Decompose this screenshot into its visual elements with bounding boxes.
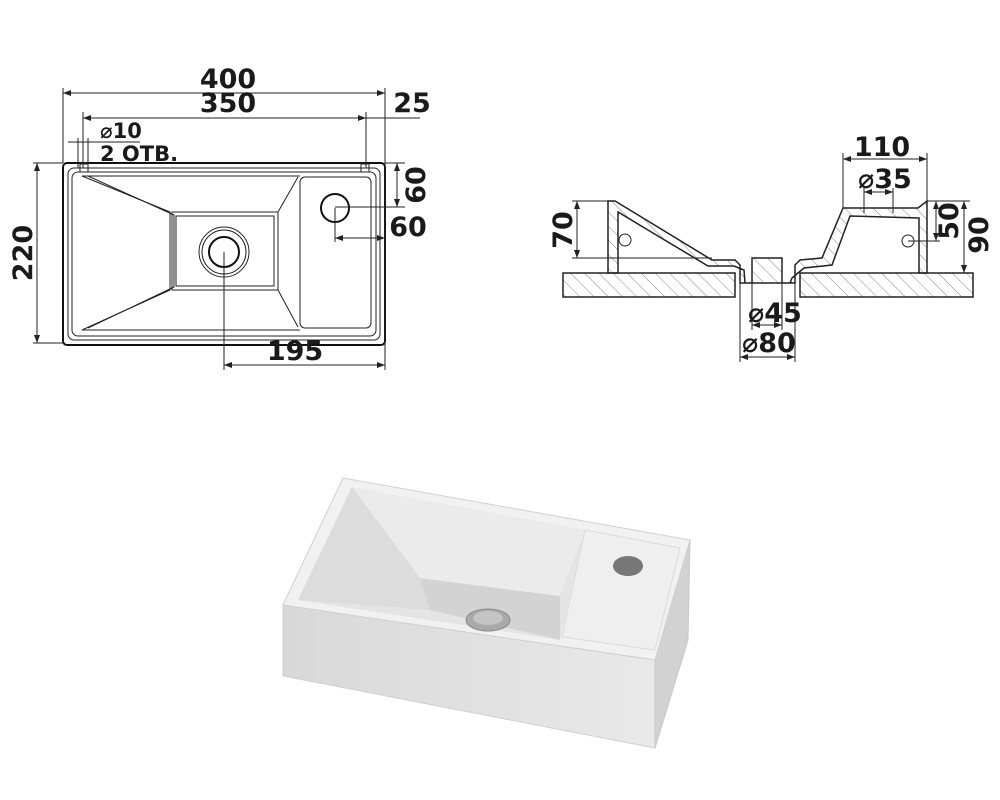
countertop-right bbox=[799, 272, 974, 298]
dim-drain-inner: ⌀45 bbox=[748, 298, 802, 329]
dim-faucet-from-back: 60 bbox=[401, 166, 432, 204]
faucet-deck bbox=[561, 529, 681, 651]
dim-drain-from-side: 195 bbox=[267, 336, 323, 367]
dim-drain-outer: ⌀80 bbox=[742, 328, 796, 359]
basin-left-slope bbox=[81, 175, 171, 331]
top-view: 400 350 25 ⌀10 2 ОТВ. 220 60 60 195 bbox=[8, 64, 432, 370]
basin-floor bbox=[171, 211, 279, 291]
sink-3d-render bbox=[282, 477, 691, 749]
dim-hole-spacing: 350 bbox=[200, 88, 256, 119]
faucet-shelf bbox=[299, 176, 372, 329]
dim-hole-count: 2 ОТВ. bbox=[100, 142, 178, 166]
dim-depth: 220 bbox=[8, 225, 39, 281]
dim-overall-width: 400 bbox=[200, 64, 256, 95]
dim-hole-offset: 25 bbox=[393, 88, 431, 119]
faucet-hole-3d bbox=[613, 556, 643, 576]
dim-shelf-width: 110 bbox=[854, 132, 910, 163]
side-section-view: 70 110 ⌀35 50 90 ⌀45 ⌀80 bbox=[548, 132, 995, 362]
dim-faucet-hole: ⌀35 bbox=[858, 164, 912, 195]
dim-basin-height: 70 bbox=[548, 211, 579, 249]
mount-hole-right bbox=[360, 163, 370, 173]
countertop-left bbox=[562, 272, 736, 298]
dim-total-height: 90 bbox=[964, 216, 995, 254]
dim-faucet-from-side: 60 bbox=[389, 212, 427, 243]
sink-section-profile bbox=[607, 199, 928, 284]
dim-hole-diameter: ⌀10 bbox=[100, 119, 142, 143]
dim-shelf-height: 50 bbox=[934, 202, 965, 240]
mount-hole-left-section bbox=[618, 233, 632, 247]
